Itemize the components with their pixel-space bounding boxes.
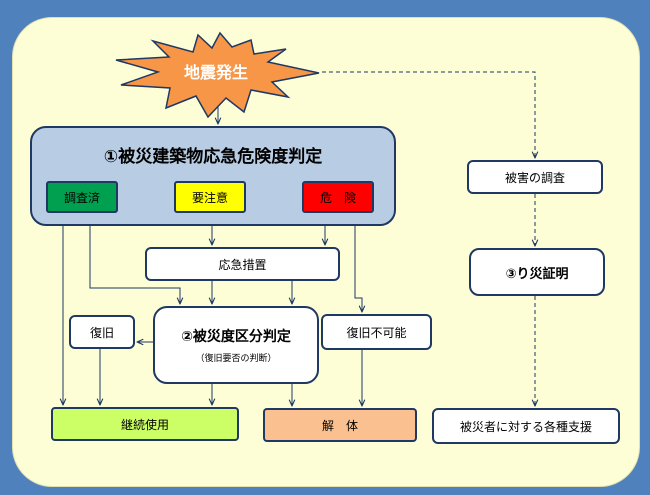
status-danger-label: 危 険 [319,190,356,205]
restore-box: 復旧 [69,315,135,349]
restore-label: 復旧 [89,325,114,340]
continue-use-label: 継続使用 [120,417,169,432]
earthquake-burst-shape [115,31,320,119]
status-caution-label: 要注意 [191,190,228,205]
damage-survey-box: 被害の調査 [467,160,603,194]
disaster-certificate-label: ③り災証明 [505,266,569,282]
unrestorable-box: 復旧不可能 [321,314,432,350]
emergency-measures-label: 応急措置 [218,257,267,272]
start-event-label: 地震発生 [184,63,248,82]
status-caution: 要注意 [174,181,246,213]
emergency-measures-box: 応急措置 [145,247,340,281]
section2-damage-classification: ②被災度区分判定 （復旧要否の判断） [153,306,319,384]
arrow-inspected-to-section2 [89,213,180,304]
status-danger: 危 険 [302,181,374,213]
section1-title: ①被災建築物応急危険度判定 [103,147,323,167]
section2-subtitle: （復旧要否の判断） [195,354,277,364]
disaster-certificate-box: ③り災証明 [469,248,605,296]
status-inspected-label: 調査済 [63,190,100,205]
victim-support-label: 被災者に対する各種支援 [459,419,592,434]
demolition-label: 解 体 [321,418,358,433]
continue-use-box: 継続使用 [51,407,239,441]
status-inspected: 調査済 [46,181,118,213]
demolition-box: 解 体 [263,408,417,442]
unrestorable-label: 復旧不可能 [346,325,407,340]
victim-support-box: 被災者に対する各種支援 [432,408,620,444]
arrow-danger-to-unrestorable [354,213,362,312]
dashed-arrow-start-to-survey [322,71,535,158]
section2-title: ②被災度区分判定 [181,329,291,345]
damage-survey-label: 被害の調査 [504,170,565,185]
